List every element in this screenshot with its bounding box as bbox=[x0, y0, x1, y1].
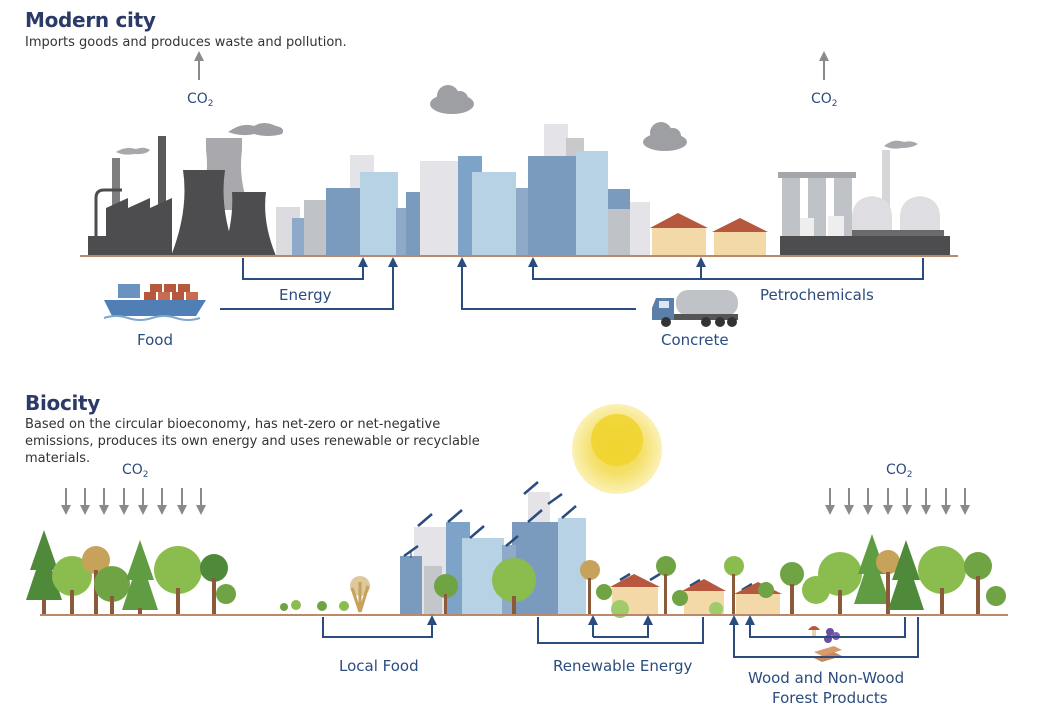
house-icon bbox=[712, 218, 768, 256]
forest-left bbox=[26, 530, 236, 615]
house-icon bbox=[650, 213, 708, 256]
energy-label: Energy bbox=[279, 286, 332, 304]
city-trees bbox=[434, 556, 774, 618]
biocity-subtitle: Based on the circular bioeconomy, has ne… bbox=[25, 417, 480, 466]
tanker-truck-icon bbox=[652, 290, 738, 327]
biocity-houses bbox=[610, 574, 782, 615]
biocity-co2-label-left: CO2 bbox=[122, 462, 149, 480]
modern-city-title: Modern city bbox=[25, 8, 156, 32]
forest-products-label-line2: Forest Products bbox=[772, 689, 888, 707]
cloud-icon bbox=[643, 122, 687, 151]
local-food-label: Local Food bbox=[339, 657, 419, 675]
biocity-co2-label-right: CO2 bbox=[886, 462, 913, 480]
smoke-cloud bbox=[884, 140, 918, 149]
energy-flow-arrow bbox=[242, 257, 368, 280]
wood-planks-icon bbox=[814, 646, 842, 662]
solar-panel-icon bbox=[403, 481, 753, 592]
cargo-ship-icon bbox=[103, 284, 206, 321]
co2-absorb-arrows-left bbox=[61, 488, 206, 515]
petrochemicals-flow-arrow bbox=[528, 257, 924, 280]
concrete-label: Concrete bbox=[661, 331, 729, 349]
forest-products-arrow-inner bbox=[745, 615, 906, 638]
cloud-icon bbox=[430, 85, 474, 114]
petrochemicals-label: Petrochemicals bbox=[760, 286, 874, 304]
forest-right bbox=[780, 534, 1006, 615]
forest-products-arrow-outer bbox=[729, 615, 919, 658]
forest-products-label-line1: Wood and Non-Wood bbox=[748, 669, 905, 687]
renewable-energy-label: Renewable Energy bbox=[553, 657, 693, 675]
small-plants bbox=[280, 576, 370, 613]
concrete-flow-arrow bbox=[457, 257, 636, 310]
modern-city-subtitle: Imports goods and produces waste and pol… bbox=[25, 35, 347, 50]
refinery-icon bbox=[778, 150, 950, 256]
modern-co2-label-right: CO2 bbox=[811, 91, 838, 109]
mushroom-berries-icon bbox=[808, 626, 840, 643]
renewable-energy-bracket bbox=[537, 617, 704, 644]
factory-icon bbox=[88, 136, 276, 256]
food-flow-arrow bbox=[220, 257, 398, 310]
renewable-energy-arrow-right bbox=[593, 615, 653, 638]
local-food-flow-arrow bbox=[322, 615, 437, 638]
biocity-buildings bbox=[400, 492, 586, 615]
modern-buildings bbox=[276, 124, 650, 256]
smoke-cloud bbox=[228, 123, 284, 136]
smoke-cloud bbox=[116, 147, 150, 155]
biocity-title: Biocity bbox=[25, 391, 101, 415]
food-label: Food bbox=[137, 331, 173, 349]
co2-absorb-arrows-right bbox=[825, 488, 970, 515]
modern-co2-label-left: CO2 bbox=[187, 91, 214, 109]
